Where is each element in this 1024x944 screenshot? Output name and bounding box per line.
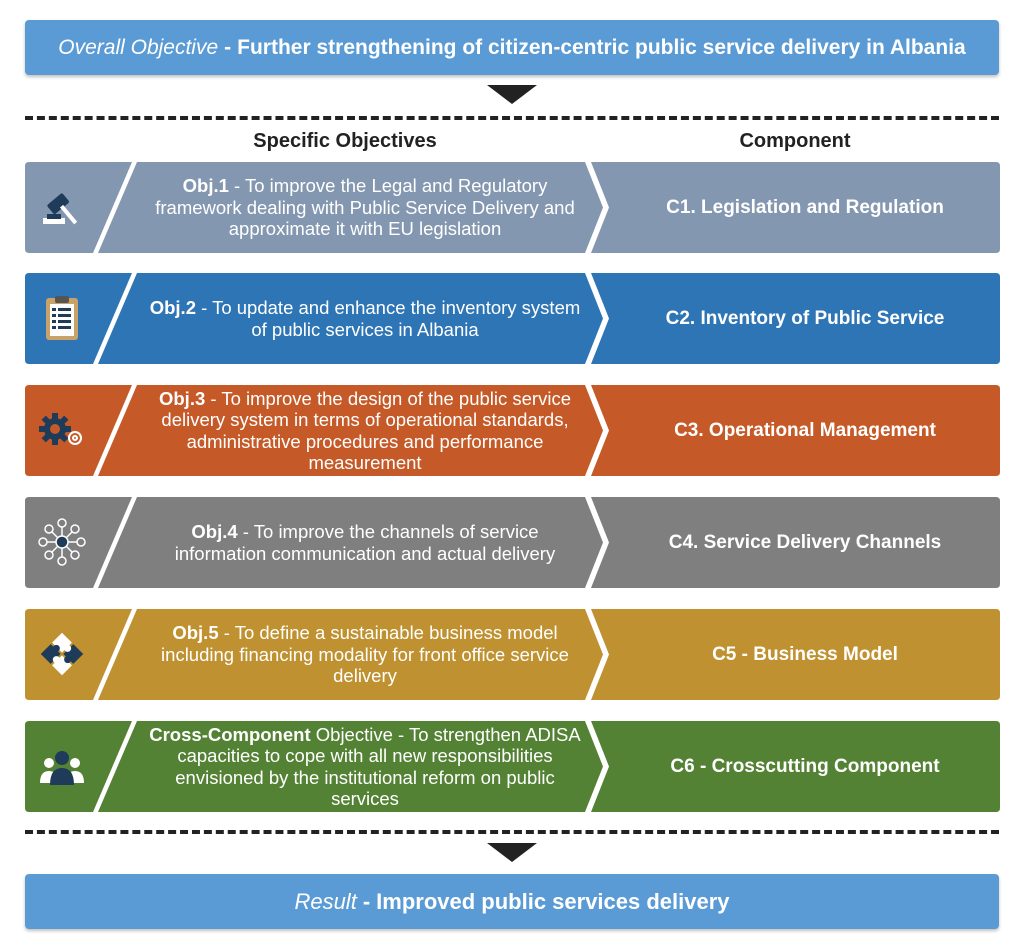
overall-objective-label: Overall Objective: [58, 35, 219, 59]
overall-objective-banner: Overall Objective - Further strengthenin…: [25, 20, 999, 75]
overall-objective-separator: -: [224, 35, 232, 59]
objective-label: Obj.5: [172, 622, 219, 644]
divider-bottom: [25, 830, 999, 834]
icon-segment: [25, 273, 132, 364]
component-segment: [591, 162, 1000, 253]
objective-description: - To improve the Legal and Regulatory fr…: [155, 175, 575, 240]
objective-description: - To improve the design of the public se…: [161, 387, 571, 474]
component-label: C3. Operational Management: [674, 419, 936, 441]
overall-objective-text: Further strengthening of citizen-centric…: [237, 35, 966, 59]
component-label: C6 - Crosscutting Component: [670, 755, 940, 777]
divider-top: [25, 116, 999, 120]
objective-row-5: Obj.5 - To define a sustainable business…: [25, 609, 1000, 700]
row-background: [25, 385, 1000, 476]
component-segment: [591, 385, 1000, 476]
objective-text: Obj.3 - To improve the design of the pub…: [145, 385, 585, 476]
objective-segment: [98, 162, 603, 253]
specific-objectives-header: Specific Objectives: [253, 130, 437, 152]
icon-segment: [25, 385, 132, 476]
objective-description: Objective - To strengthen ADISA capaciti…: [175, 723, 581, 810]
arrow-down-icon: [487, 843, 537, 862]
objective-description: - To update and enhance the inventory sy…: [201, 297, 581, 340]
result-text: Improved public services delivery: [376, 888, 730, 914]
objective-row-6: Cross-Component Objective - To strengthe…: [25, 721, 1000, 812]
component-label: C1. Legislation and Regulation: [666, 196, 944, 218]
objective-label: Obj.1: [182, 175, 229, 197]
network-hub-icon: [37, 517, 87, 567]
result-separator: -: [362, 888, 371, 914]
component-segment: [591, 609, 1000, 700]
objective-segment: [98, 721, 603, 812]
component-segment: [591, 721, 1000, 812]
objective-text: Obj.5 - To define a sustainable business…: [145, 609, 585, 700]
objective-segment: [98, 609, 603, 700]
objective-label: Obj.3: [158, 387, 206, 409]
component-segment: [591, 497, 1000, 588]
component-label: C5 - Business Model: [712, 643, 898, 665]
clipboard-checklist-icon: [37, 293, 87, 343]
objective-row-3: Obj.3 - To improve the design of the pub…: [25, 385, 1000, 476]
result-label: Result: [294, 888, 357, 914]
objective-description: - To define a sustainable business model…: [161, 622, 569, 687]
gavel-icon: [37, 182, 87, 232]
objective-segment: [98, 497, 603, 588]
arrow-down-icon: [487, 85, 537, 104]
objective-text: Obj.1 - To improve the Legal and Regulat…: [145, 162, 585, 253]
objective-text: Obj.2 - To update and enhance the invent…: [145, 273, 585, 364]
row-background: [25, 273, 1000, 364]
objective-description: - To improve the channels of service inf…: [174, 521, 556, 564]
row-background: [25, 609, 1000, 700]
component-label: C4. Service Delivery Channels: [668, 531, 942, 553]
objective-row-2: Obj.2 - To update and enhance the invent…: [25, 273, 1000, 364]
component-label: C2. Inventory of Public Service: [665, 307, 945, 329]
objective-label: Obj.2: [149, 297, 196, 318]
objective-segment: [98, 385, 603, 476]
component-segment: [591, 273, 1000, 364]
objective-label: Obj.4: [191, 521, 238, 542]
objective-segment: [98, 273, 603, 364]
people-group-icon: [37, 741, 87, 791]
objective-row-1: Obj.1 - To improve the Legal and Regulat…: [25, 162, 1000, 253]
objective-text: Cross-Component Objective - To strengthe…: [145, 721, 585, 812]
puzzle-icon: [37, 629, 87, 679]
objective-label: Cross-Component: [149, 723, 311, 745]
result-banner: Result - Improved public services delive…: [25, 874, 999, 929]
objective-row-4: Obj.4 - To improve the channels of servi…: [25, 497, 1000, 588]
row-background: [25, 162, 1000, 253]
row-background: [25, 721, 1000, 812]
objective-text: Obj.4 - To improve the channels of servi…: [145, 497, 585, 588]
gears-icon: [37, 405, 87, 455]
icon-segment: [25, 162, 132, 253]
component-header: Component: [739, 130, 851, 152]
